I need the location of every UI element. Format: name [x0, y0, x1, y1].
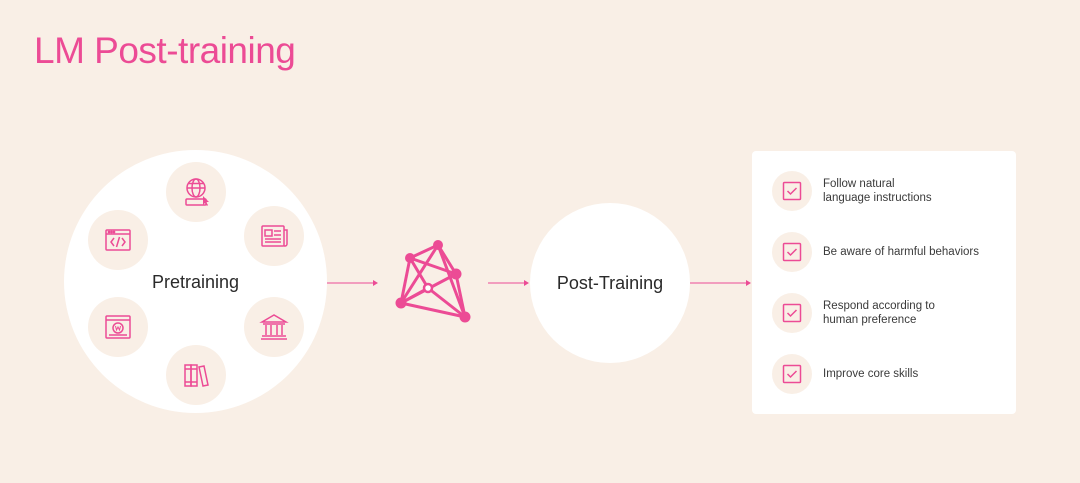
- goal-item: Be aware of harmful behaviors: [772, 232, 1008, 272]
- goal-text: Be aware of harmful behaviors: [823, 245, 979, 258]
- goal-item: Improve core skills: [772, 354, 1008, 394]
- post-training-label: Post-Training: [556, 272, 664, 293]
- pretraining-label: Pretraining: [151, 272, 240, 292]
- books-icon: [166, 345, 226, 405]
- arrow-pretraining-to-model: [327, 280, 378, 286]
- goal-text: Respond according to human preference: [823, 299, 935, 327]
- library-building-icon: [244, 297, 304, 357]
- post-training-goals-card: Follow natural language instructions Be …: [752, 151, 1016, 414]
- web-globe-icon: [166, 162, 226, 222]
- wikipedia-page-icon: [88, 297, 148, 357]
- goal-text: Follow natural language instructions: [823, 177, 932, 205]
- post-training-circle: Post-Training: [530, 203, 690, 363]
- checkbox-icon: [772, 293, 812, 333]
- checkbox-icon: [772, 354, 812, 394]
- goal-item: Follow natural language instructions: [772, 171, 1008, 211]
- language-model-network-icon: [395, 240, 471, 323]
- page-title: LM Post-training: [34, 30, 296, 71]
- arrow-model-to-posttraining: [488, 280, 529, 286]
- arrow-posttraining-to-goals: [690, 280, 751, 286]
- checkbox-icon: [772, 232, 812, 272]
- code-window-icon: [88, 210, 148, 270]
- checkbox-icon: [772, 171, 812, 211]
- newspaper-icon: [244, 206, 304, 266]
- goal-item: Respond according to human preference: [772, 293, 1008, 333]
- goal-text: Improve core skills: [823, 367, 919, 380]
